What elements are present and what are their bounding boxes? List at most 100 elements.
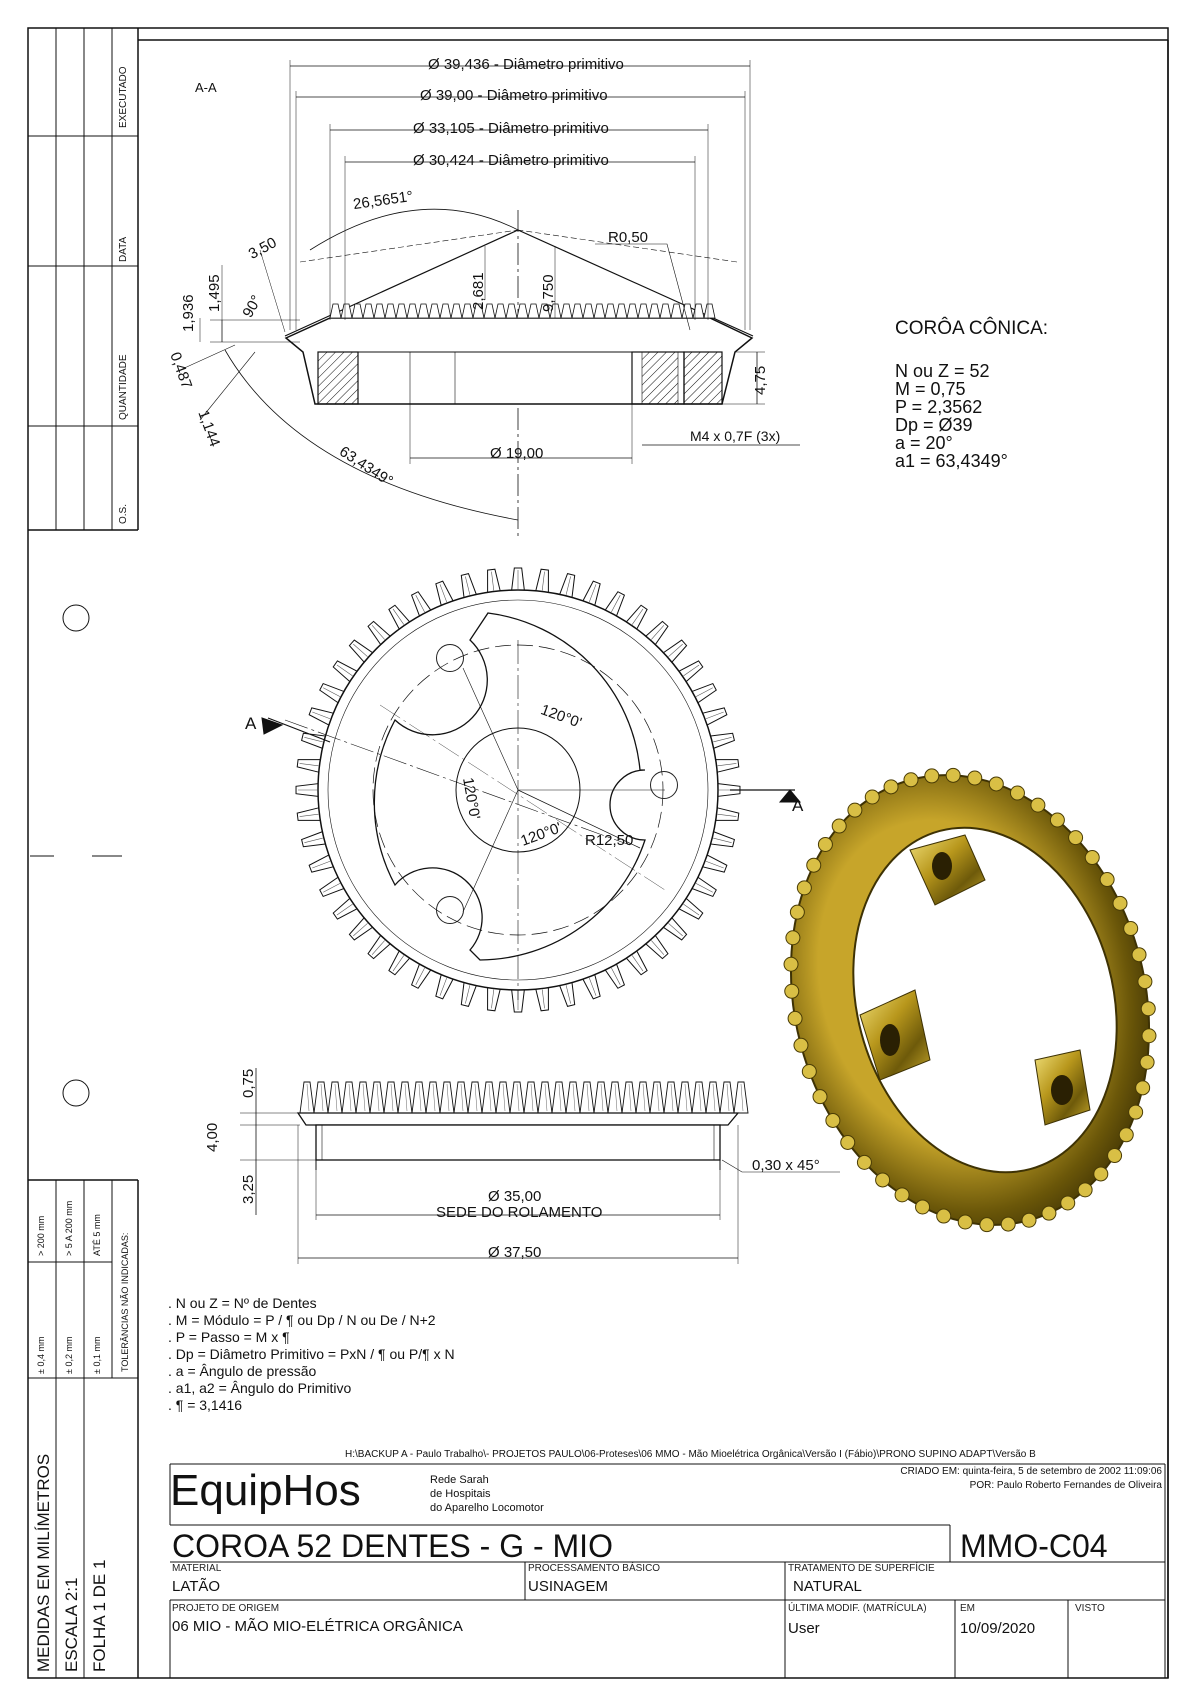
render-tooth xyxy=(1123,920,1139,936)
spec-line-4: Dp = Ø39 xyxy=(895,415,973,435)
section-tooth xyxy=(670,303,683,319)
render-tooth xyxy=(1093,1166,1109,1182)
note-6: . a1, a2 = Ângulo do Primitivo xyxy=(168,1380,352,1396)
tol-range-3: ATÉ 5 mm xyxy=(92,1214,102,1256)
section-tooth xyxy=(527,303,540,319)
projeto-label: PROJETO DE ORIGEM xyxy=(172,1603,280,1614)
company-sub-2: de Hospitais xyxy=(430,1488,491,1500)
section-tooth xyxy=(571,303,584,319)
drawing-title: COROA 52 DENTES - G - MIO xyxy=(172,1528,613,1564)
section-tooth xyxy=(637,303,650,319)
processo-label: PROCESSAMENTO BÁSICO xyxy=(528,1563,661,1574)
render-tooth xyxy=(840,1134,856,1150)
drawing-code: MMO-C04 xyxy=(960,1528,1108,1564)
dim-400: 4,00 xyxy=(204,1122,221,1152)
section-tooth xyxy=(615,303,628,319)
em-label: EM xyxy=(960,1603,975,1614)
render-tooth xyxy=(875,1172,891,1188)
render-tooth xyxy=(883,779,899,795)
section-tooth xyxy=(417,303,430,319)
dim-325: 3,25 xyxy=(240,1174,257,1204)
render-tooth xyxy=(793,1037,809,1053)
section-tooth xyxy=(483,303,496,319)
section-tooth xyxy=(560,303,573,319)
render-tooth xyxy=(894,1187,910,1203)
note-3: . P = Passo = M x ¶ xyxy=(168,1329,290,1345)
section-tooth xyxy=(626,303,639,319)
render-tooth xyxy=(903,772,919,788)
render-tooth xyxy=(1077,1182,1093,1198)
dim-1495: 1,495 xyxy=(206,274,223,312)
render-tooth xyxy=(785,930,801,946)
dim-r050: R0,50 xyxy=(608,229,649,246)
section-tooth xyxy=(428,303,441,319)
dim-d39436: Ø 39,436 - Diâmetro primitivo xyxy=(428,56,624,73)
processo-value: USINAGEM xyxy=(528,1578,609,1595)
render-tooth xyxy=(796,880,812,896)
tol-value-3: ± 0,1 mm xyxy=(92,1336,102,1374)
render-tooth xyxy=(924,768,940,784)
render-tooth xyxy=(1135,1080,1151,1096)
company-logo: EquipHos xyxy=(170,1466,361,1515)
section-tooth xyxy=(593,303,606,319)
section-tooth xyxy=(648,303,661,319)
gear-3d-render xyxy=(783,767,1157,1233)
section-label: A-A xyxy=(195,80,217,95)
dim-d19: Ø 19,00 xyxy=(490,445,544,462)
render-tooth xyxy=(825,1112,841,1128)
section-tooth xyxy=(461,303,474,319)
dim-d3750: Ø 37,50 xyxy=(488,1244,542,1261)
tol-range-1: > 200 mm xyxy=(36,1215,46,1256)
render-tooth xyxy=(1099,872,1115,888)
spec-title: CORÔA CÔNICA: xyxy=(895,318,1049,339)
strip-medidas: MEDIDAS EM MILÍMETROS xyxy=(34,1453,53,1672)
render-tooth xyxy=(988,776,1004,792)
strip-folha: FOLHA 1 DE 1 xyxy=(90,1559,109,1672)
render-tooth xyxy=(1107,1148,1123,1164)
side-tooth xyxy=(733,1081,749,1114)
render-tooth xyxy=(787,1010,803,1026)
file-path: H:\BACKUP A - Paulo Trabalho\- PROJETOS … xyxy=(345,1449,1036,1460)
dim-sede: SEDE DO ROLAMENTO xyxy=(436,1204,603,1221)
section-tooth xyxy=(439,303,452,319)
section-tooth xyxy=(329,303,342,319)
render-tooth xyxy=(1112,895,1128,911)
render-tooth xyxy=(864,789,880,805)
note-4: . Dp = Diâmetro Primitivo = PxN / ¶ ou P… xyxy=(168,1346,455,1362)
section-tooth xyxy=(692,303,705,319)
dim-475: 4,75 xyxy=(752,365,769,395)
render-tooth xyxy=(979,1217,995,1233)
render-tooth xyxy=(1137,974,1153,990)
front-view xyxy=(261,567,802,1013)
strip-data: DATA xyxy=(118,236,129,262)
projeto-value: 06 MIO - MÃO MIO-ELÉTRICA ORGÂNICA xyxy=(172,1618,463,1635)
render-tooth xyxy=(847,802,863,818)
spec-line-1: N ou Z = 52 xyxy=(895,361,990,381)
section-tooth xyxy=(494,303,507,319)
spec-line-3: P = 2,3562 xyxy=(895,397,983,417)
section-tooth xyxy=(373,303,386,319)
section-tooth xyxy=(351,303,364,319)
bolt-hole-2 xyxy=(650,771,678,799)
visto-label: VISTO xyxy=(1075,1603,1105,1614)
company-sub-1: Rede Sarah xyxy=(430,1474,489,1486)
section-tooth xyxy=(395,303,408,319)
render-tooth xyxy=(957,1214,973,1230)
tol-value-1: ± 0,4 mm xyxy=(36,1336,46,1374)
render-tooth xyxy=(784,983,800,999)
criado-em: CRIADO EM: quinta-feira, 5 de setembro d… xyxy=(900,1466,1162,1477)
material-label: MATERIAL xyxy=(172,1563,222,1574)
section-tooth xyxy=(406,303,419,319)
render-tooth xyxy=(1068,830,1084,846)
strip-quantidade: QUANTIDADE xyxy=(118,354,129,420)
note-7: . ¶ = 3,1416 xyxy=(168,1397,243,1413)
render-tooth xyxy=(967,770,983,786)
render-tooth xyxy=(1060,1195,1076,1211)
render-tooth xyxy=(783,956,799,972)
ultima-value: User xyxy=(788,1620,820,1637)
render-tooth xyxy=(789,904,805,920)
render-tooth xyxy=(1009,785,1025,801)
sheet-border xyxy=(27,27,1169,1679)
section-tooth xyxy=(659,303,672,319)
